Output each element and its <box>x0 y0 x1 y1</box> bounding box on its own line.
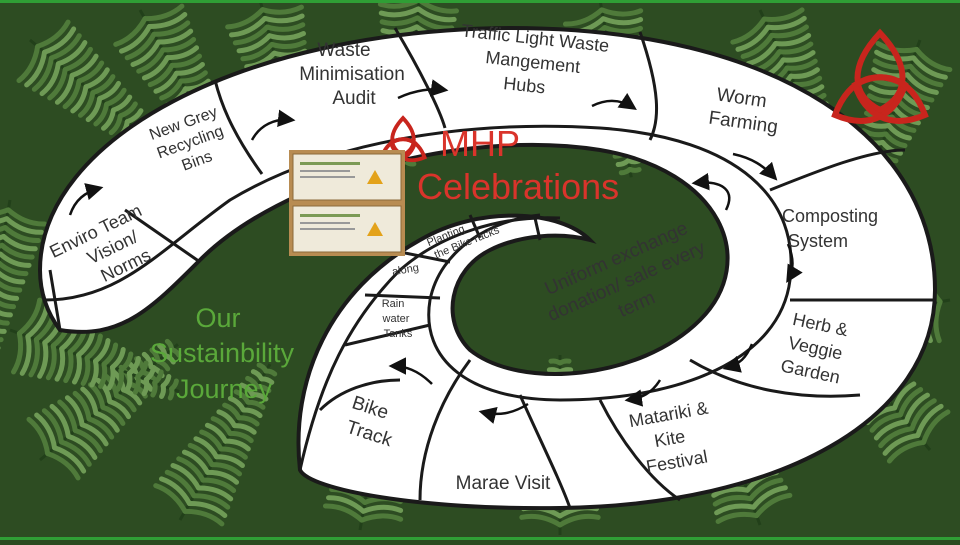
svg-text:Hubs: Hubs <box>502 73 546 97</box>
arrow-icon <box>722 343 754 373</box>
svg-text:water: water <box>382 313 410 325</box>
fern-frond <box>26 338 182 481</box>
svg-text:Waste: Waste <box>317 40 370 61</box>
arrow-icon <box>397 79 449 100</box>
arrow-icon <box>478 402 529 424</box>
frame-bottom <box>0 537 960 540</box>
arrow-icon <box>786 243 803 284</box>
journey-line3: Journey <box>176 374 273 404</box>
stage-rain-tanks: Rain water Tanks <box>382 298 413 340</box>
stage-composting: Composting System <box>782 206 878 251</box>
svg-text:System: System <box>788 231 848 251</box>
arrow-icon <box>732 152 778 181</box>
svg-text:Audit: Audit <box>332 88 376 109</box>
title-line2: Celebrations <box>417 166 619 207</box>
svg-text:Composting: Composting <box>782 206 878 226</box>
arrow-icon <box>691 172 731 211</box>
svg-text:Tanks: Tanks <box>384 328 413 340</box>
fern-frond <box>153 362 278 527</box>
frame-top <box>0 0 960 3</box>
stage-marae-visit: Marae Visit <box>456 473 551 494</box>
spiral-body <box>37 25 938 511</box>
stage-waste-audit: Waste Minimisation Audit <box>299 40 405 109</box>
arrow-icon <box>250 109 296 141</box>
triquetra-knot-icon <box>831 28 929 124</box>
svg-text:Rain: Rain <box>382 298 405 310</box>
arrow-icon <box>591 92 637 110</box>
arrow-icon <box>388 357 433 385</box>
journey-line1: Our <box>195 303 240 333</box>
title-line1: MHP <box>440 123 520 164</box>
stage-along: along <box>391 262 420 278</box>
certificate-image <box>289 150 405 256</box>
arrow-icon <box>68 183 104 216</box>
arrow-icons <box>68 79 803 424</box>
fern-frond <box>0 199 48 378</box>
svg-text:Minimisation: Minimisation <box>299 64 405 85</box>
journey-line2: Sustainbility <box>150 338 295 368</box>
arrow-icon <box>624 379 662 407</box>
journey-label: Our Sustainbility Journey <box>150 303 295 404</box>
